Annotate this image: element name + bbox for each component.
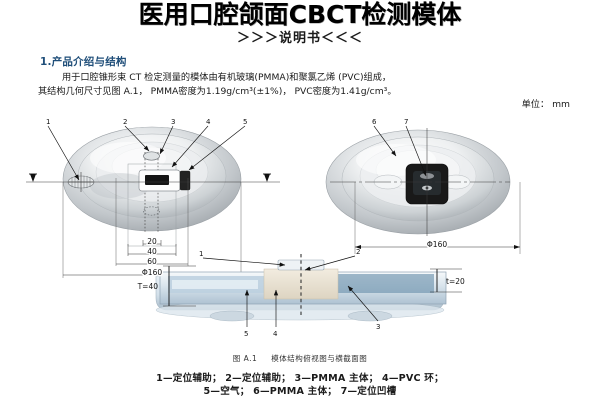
dim-40: 40	[147, 247, 157, 256]
callout-right-7: 7	[404, 118, 408, 126]
page-subtitle: ＞＞＞说明书＜＜＜	[236, 31, 363, 46]
callout-right-6: 6	[372, 118, 377, 126]
section-view	[155, 254, 462, 327]
callout-section-3: 3	[376, 323, 380, 331]
callout-left-3: 3	[171, 118, 175, 126]
figure-caption-text: 模体结构俯视图与横截面图	[271, 354, 368, 363]
page-title: 医用口腔颌面CBCT检测模体	[138, 0, 462, 29]
dim-phi160-left: Φ160	[142, 268, 162, 277]
callout-section-1: 1	[199, 250, 203, 258]
figure-legend: 1—定位辅助； 2—定位辅助； 3—PMMA 主体； 4—PVC 环； 5—空气…	[0, 373, 600, 398]
right-top-view	[325, 125, 521, 254]
dim-phi160-right: Φ160	[427, 240, 447, 249]
dim-T40: T=40	[137, 282, 159, 291]
paragraph-line-2: 其结构几何尺寸见图 A.1， PMMA密度为1.19g/cm³(±1%)， PV…	[38, 85, 397, 97]
callout-left-1: 1	[46, 118, 50, 126]
dim-t20: t=20	[446, 277, 465, 286]
unit-note: 单位： mm	[521, 99, 570, 110]
legend-line-1: 1—定位辅助； 2—定位辅助； 3—PMMA 主体； 4—PVC 环；	[156, 373, 444, 384]
section-heading: 1.产品介绍与结构	[40, 56, 127, 68]
legend-line-2: 5—空气； 6—PMMA 主体； 7—定位凹槽	[203, 385, 397, 397]
callout-section-2: 2	[356, 248, 360, 256]
figure-drawing: 1 2 3 4 5 20 40 60 Φ160 6 7 Φ160 1 2 3 4…	[26, 118, 521, 338]
dim-60: 60	[147, 257, 157, 266]
callout-section-5: 5	[244, 330, 248, 338]
callout-left-2: 2	[123, 118, 127, 126]
paragraph-line-1: 用于口腔锥形束 CT 检定测量的模体由有机玻璃(PMMA)和聚氯乙烯 (PVC)…	[62, 72, 392, 83]
left-top-view	[26, 125, 280, 278]
callout-left-5: 5	[243, 118, 247, 126]
figure-a1: 1 2 3 4 5 20 40 60 Φ160 6 7 Φ160 1 2 3 4…	[0, 114, 600, 372]
dim-20: 20	[147, 237, 157, 246]
callout-section-4: 4	[273, 330, 278, 338]
figure-caption-id: 图 A.1	[232, 354, 258, 363]
callout-left-4: 4	[206, 118, 211, 126]
intro-paragraph: 用于口腔锥形束 CT 检定测量的模体由有机玻璃(PMMA)和聚氯乙烯 (PVC)…	[38, 71, 578, 98]
figure-caption: 图 A.1 模体结构俯视图与横截面图	[0, 353, 600, 364]
